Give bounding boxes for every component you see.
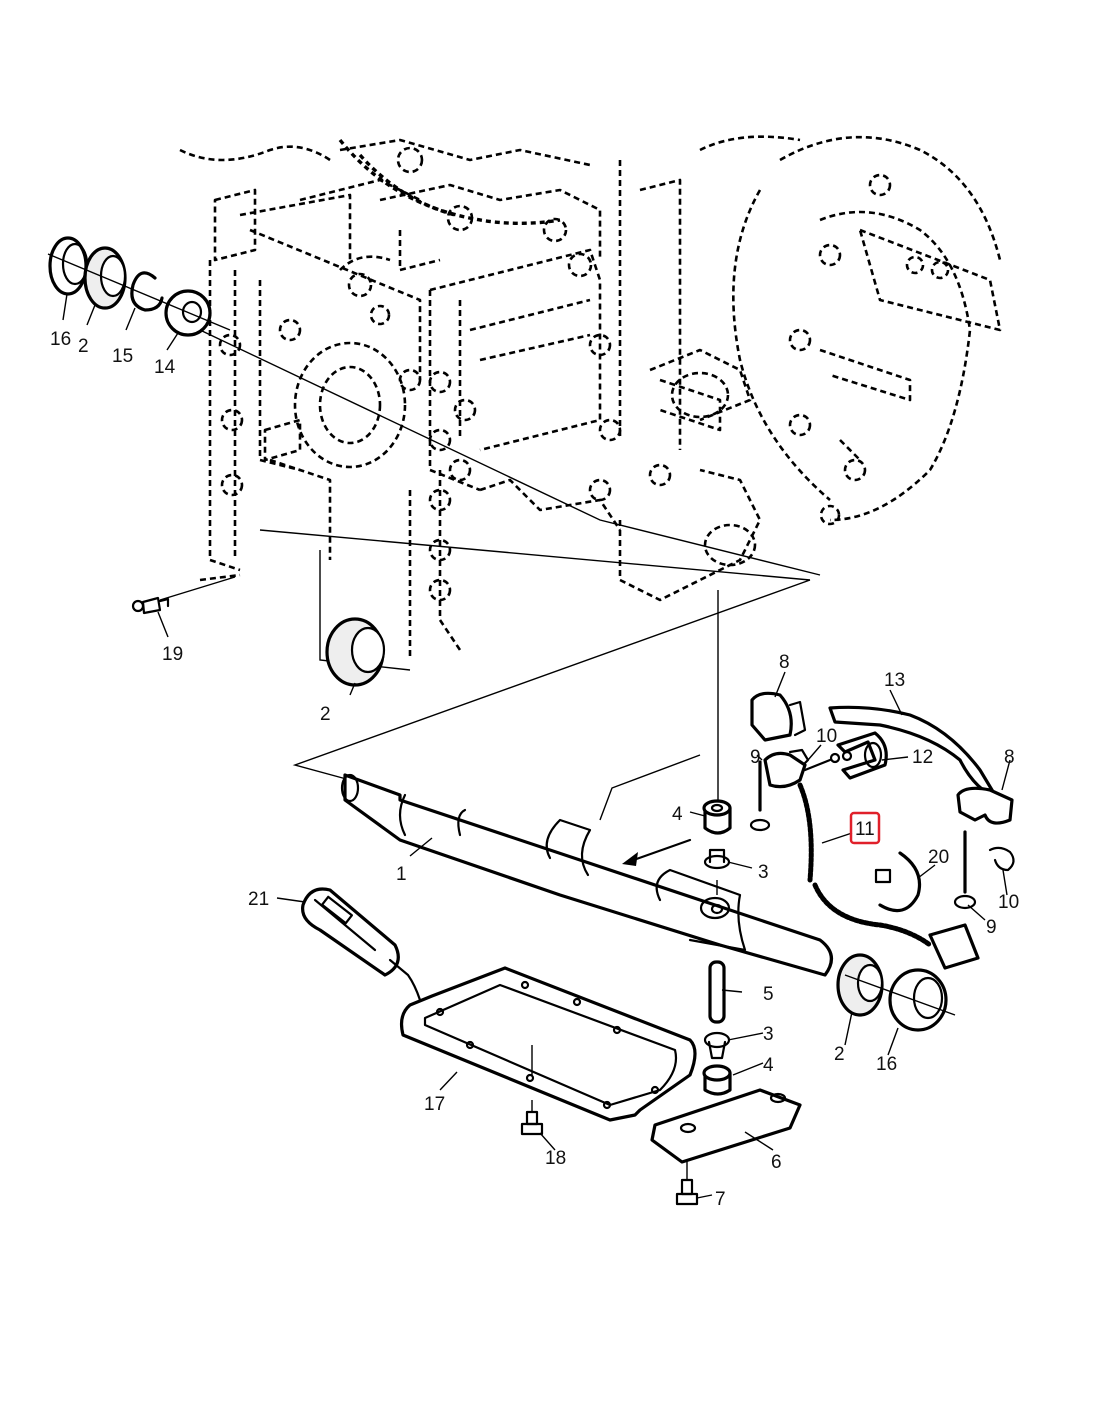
callout-10-left: 10 [816,726,837,747]
part-17-gasket [399,966,697,1122]
callout-2-right: 2 [834,1044,845,1065]
part-1-shaft [340,773,833,977]
part-10-clip-right [988,846,1015,872]
callout-2-lower: 2 [320,704,331,725]
callout-8-left: 8 [779,652,790,673]
callout-5: 5 [763,984,774,1005]
callout-6: 6 [771,1152,782,1173]
callout-12: 12 [912,747,933,768]
callout-16-lower: 16 [876,1054,897,1075]
callout-19: 19 [162,644,183,665]
callout-8-right: 8 [1004,747,1015,768]
callout-4-lower: 4 [763,1055,774,1076]
leader-lines [62,293,1011,1199]
callout-1: 1 [396,864,407,885]
part-8-bracket-right [956,786,1014,825]
seal-stack-axis [47,253,231,331]
transmission-housing-phantom [179,135,1002,660]
callout-11: 11 [855,819,875,840]
callout-21: 21 [248,889,269,910]
part-4-bushing-upper [702,799,732,835]
callout-16-upper: 16 [50,329,71,350]
callout-10-right: 10 [998,892,1019,913]
callout-9-left: 9 [750,747,761,768]
part-2-oil-seal-right [836,953,884,1017]
part-16-seal-cover-right [888,968,948,1032]
part-3-washer-lower [703,1031,731,1060]
part-8-bracket-left [750,691,807,742]
part-14-bushing [164,289,212,337]
part-21-sealant-tube [301,887,422,1002]
callout-11-highlight [849,811,881,845]
callout-labels: 16 2 15 14 19 2 8 13 10 12 8 9 4 11 20 3… [50,329,1019,1210]
callout-4-upper: 4 [672,804,683,825]
part-18-bolt [520,1100,544,1136]
part-12-sensor-bracket [836,731,888,780]
part-7-bolt [675,1160,699,1206]
seal-right-axis [844,974,956,1016]
part-15-snap-ring [130,271,164,312]
callout-2-upper: 2 [78,336,89,357]
callout-15: 15 [112,346,133,367]
part-5-pin [708,960,726,1024]
callout-20: 20 [928,847,949,868]
callout-13: 13 [884,670,905,691]
part-2-oil-seal-lower [325,617,386,687]
callout-7: 7 [715,1189,726,1210]
callout-3-upper: 3 [758,862,769,883]
part-16-seal-cover [48,236,89,296]
part-19-grease-fitting [131,596,170,615]
callout-3-lower: 3 [763,1024,774,1045]
assembly-guide-lines [159,329,821,821]
callout-14: 14 [154,357,176,378]
part-3-washer-upper [703,848,731,870]
callout-17: 17 [424,1094,445,1115]
callout-9-right: 9 [986,917,997,938]
part-20-cable-tie [874,851,922,913]
part-6-plate [650,1088,802,1164]
part-4-bushing-lower [702,1064,732,1096]
part-9-pin-left [749,760,771,832]
callout-18: 18 [545,1148,566,1169]
part-11-sensor-harness [763,750,980,970]
part-9-pin-right [953,830,977,910]
assembly-arrow [622,838,692,866]
